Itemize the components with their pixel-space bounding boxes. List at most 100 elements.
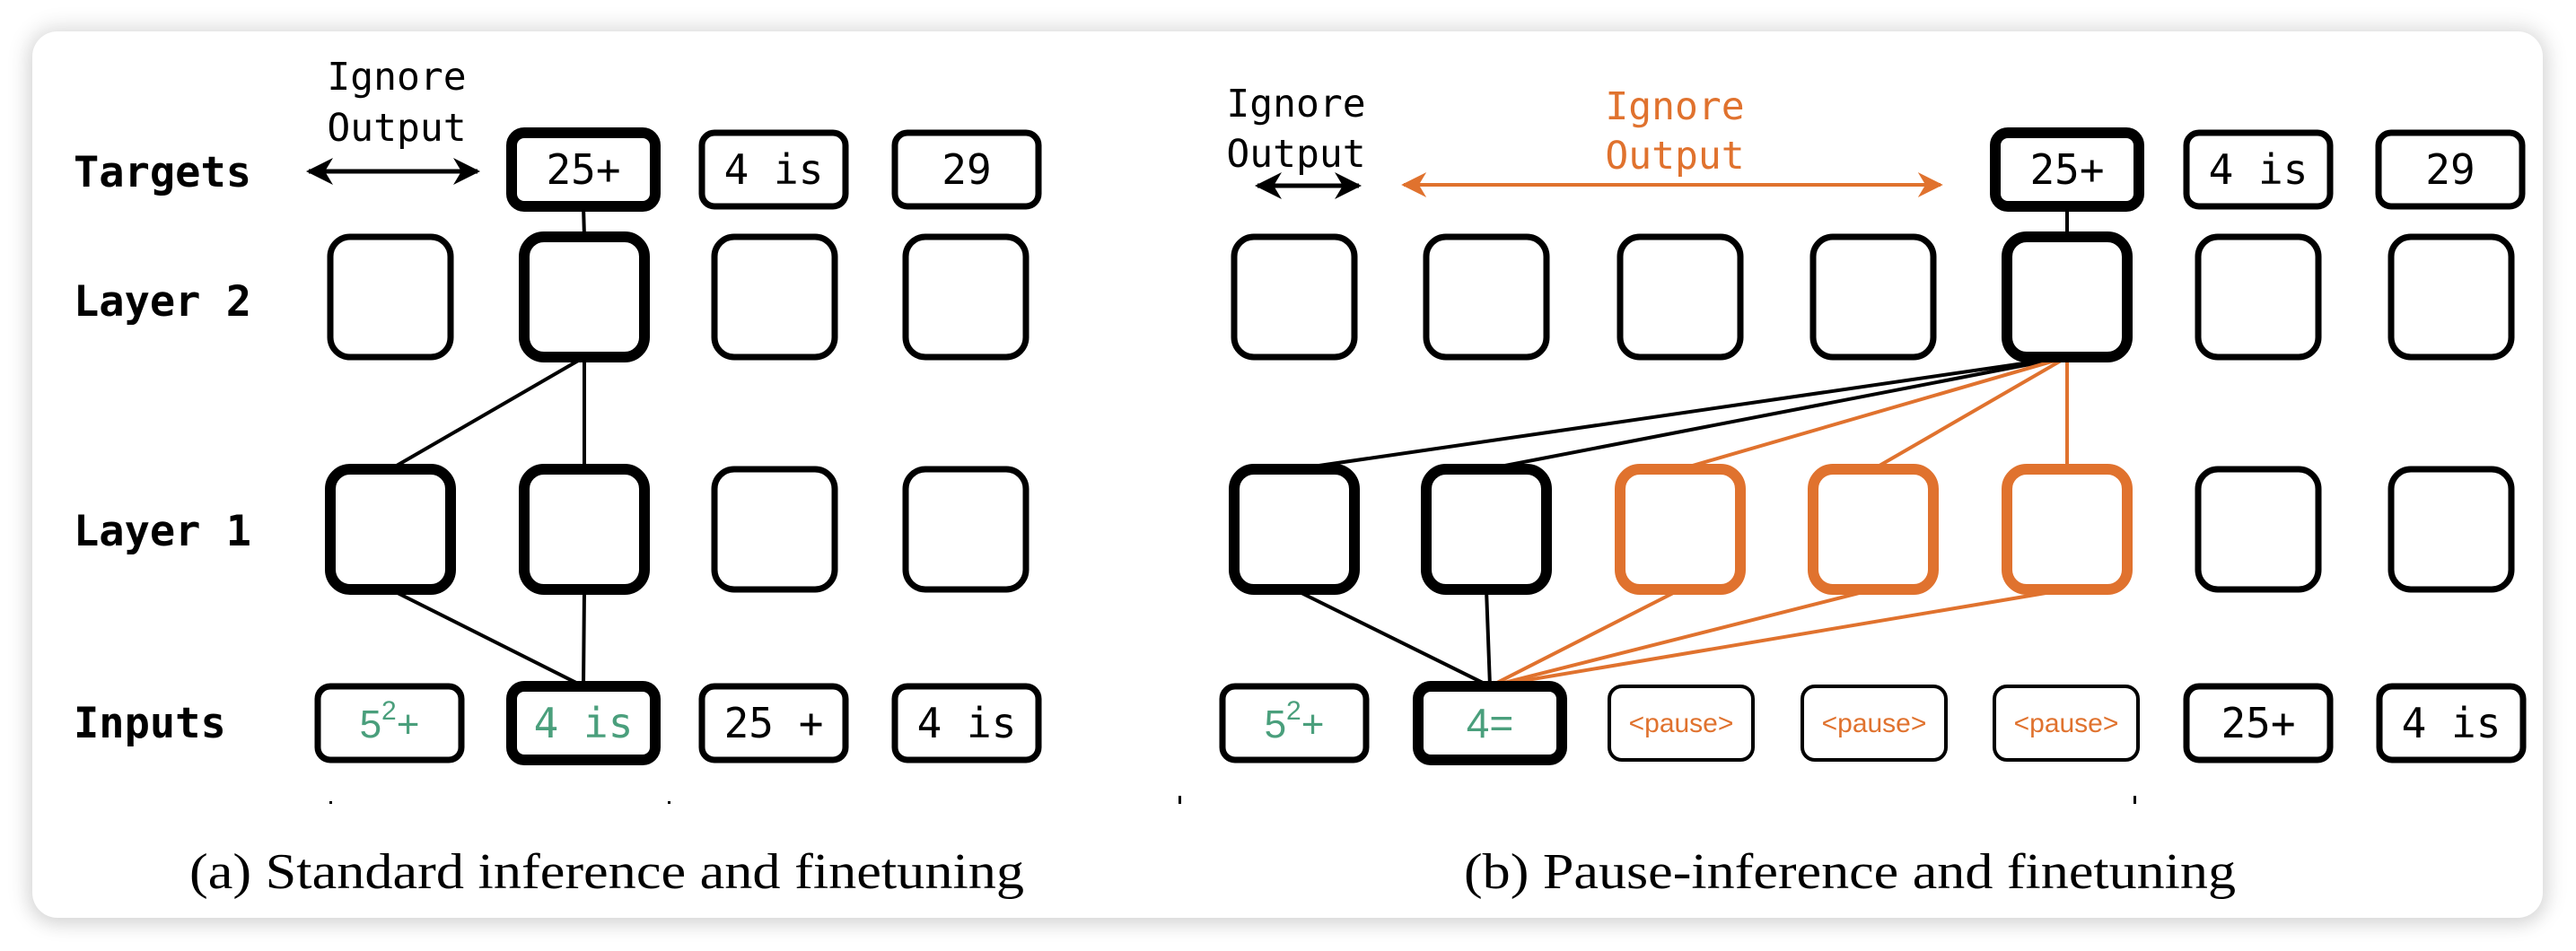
token-label: 52+ [360,696,420,746]
pause-label: <pause> [2014,709,2119,738]
token-box [1219,683,1370,763]
input-token: 25+ [2183,683,2334,763]
layer2-node [519,231,650,362]
tick-mark [1178,796,1181,804]
layer1-node [1229,464,1360,595]
layer2-node [1809,233,1937,361]
token-box [1608,685,1755,762]
token-box [2375,129,2526,210]
row-label-layer2: Layer 2 [74,277,251,327]
token-label: 25 + [724,699,824,747]
target-token: 4 is [698,129,849,210]
token-label: 4 is [534,699,634,747]
token-label: 4= [1467,700,1513,746]
layer1-node [1808,464,1939,595]
layer1-node [902,466,1030,593]
token-box [2376,683,2527,763]
token-box [711,466,838,593]
layer2-node [1423,233,1550,361]
connection-line [1292,588,1492,688]
input-token: 52+ [314,683,465,763]
pause-label: <pause> [1822,709,1927,738]
token-box [2002,231,2133,362]
pause-token: <pause> [1993,685,2140,762]
target-token: 25+ [1990,127,2144,212]
token-box [698,683,849,763]
token-box [2002,464,2133,595]
token-box [1413,681,1567,765]
input-token: 4 is [2376,683,2527,763]
token-box [327,233,454,361]
layer2-node [1231,233,1358,361]
layer2-node [902,233,1030,361]
layer1-node [1421,464,1552,595]
tick-mark [2134,796,2136,804]
token-box [2183,683,2334,763]
connection-line [1488,588,2069,688]
layer1-node [2195,466,2322,593]
token-label: 52+ [1265,696,1325,746]
token-label: 29 [942,145,991,194]
token-box [314,683,465,763]
connection-line [1678,355,2069,471]
connection-line [389,588,585,688]
panel-a-caption: (a) Standard inference and finetuning [189,844,1024,900]
token-box [891,129,1042,210]
token-box [1801,685,1948,762]
token-box [1617,233,1744,361]
panel-b-ignore-label-line2: Output [1226,132,1365,177]
pause-token: <pause> [1608,685,1755,762]
token-box [2195,233,2322,361]
token-box [506,127,661,212]
panel-a-ignore-label-line1: Ignore [327,55,466,100]
tick-mark [668,801,670,804]
token-box [902,233,1030,361]
token-box [1229,464,1360,595]
connection-line [389,355,586,471]
layer1-node [2002,464,2133,595]
token-box [711,233,838,361]
token-label: 4 is [2402,699,2502,747]
layer1-node [1615,464,1746,595]
layer1-node [325,464,456,595]
token-box [1990,127,2144,212]
layer1-node [711,466,838,593]
connection-line [1488,588,1875,688]
input-token: 4= [1413,681,1567,765]
layer1-node [2388,466,2515,593]
input-token: 4 is [506,681,661,765]
token-box [1423,233,1550,361]
layer2-node [711,233,838,361]
token-box [1231,233,1358,361]
connection-line [1292,355,2069,471]
token-box [698,129,849,210]
token-box [1421,464,1552,595]
token-box [325,464,456,595]
panel-b-pause-ignore-label-line2: Output [1605,134,1744,179]
connection-line [1871,355,2069,471]
pause-label: <pause> [1629,709,1734,738]
connection-line [1485,355,2069,471]
token-box [2195,466,2322,593]
target-token: 4 is [2183,129,2334,210]
layer2-node [1617,233,1744,361]
token-label: 4 is [917,699,1017,747]
token-box [1809,233,1937,361]
token-box [2388,233,2515,361]
connection-line [582,588,586,688]
target-token: 25+ [506,127,661,212]
connection-line [1485,588,1492,688]
token-label: 25+ [2221,699,2295,747]
input-token: 4 is [891,683,1042,763]
layer2-node [2195,233,2322,361]
panel-b-caption: (b) Pause-inference and finetuning [1464,844,2236,900]
layer2-node [327,233,454,361]
token-box [902,466,1030,593]
pause-token: <pause> [1801,685,1948,762]
row-label-inputs: Inputs [74,699,226,748]
token-box [891,683,1042,763]
layer2-node [2002,231,2133,362]
token-box [2388,466,2515,593]
